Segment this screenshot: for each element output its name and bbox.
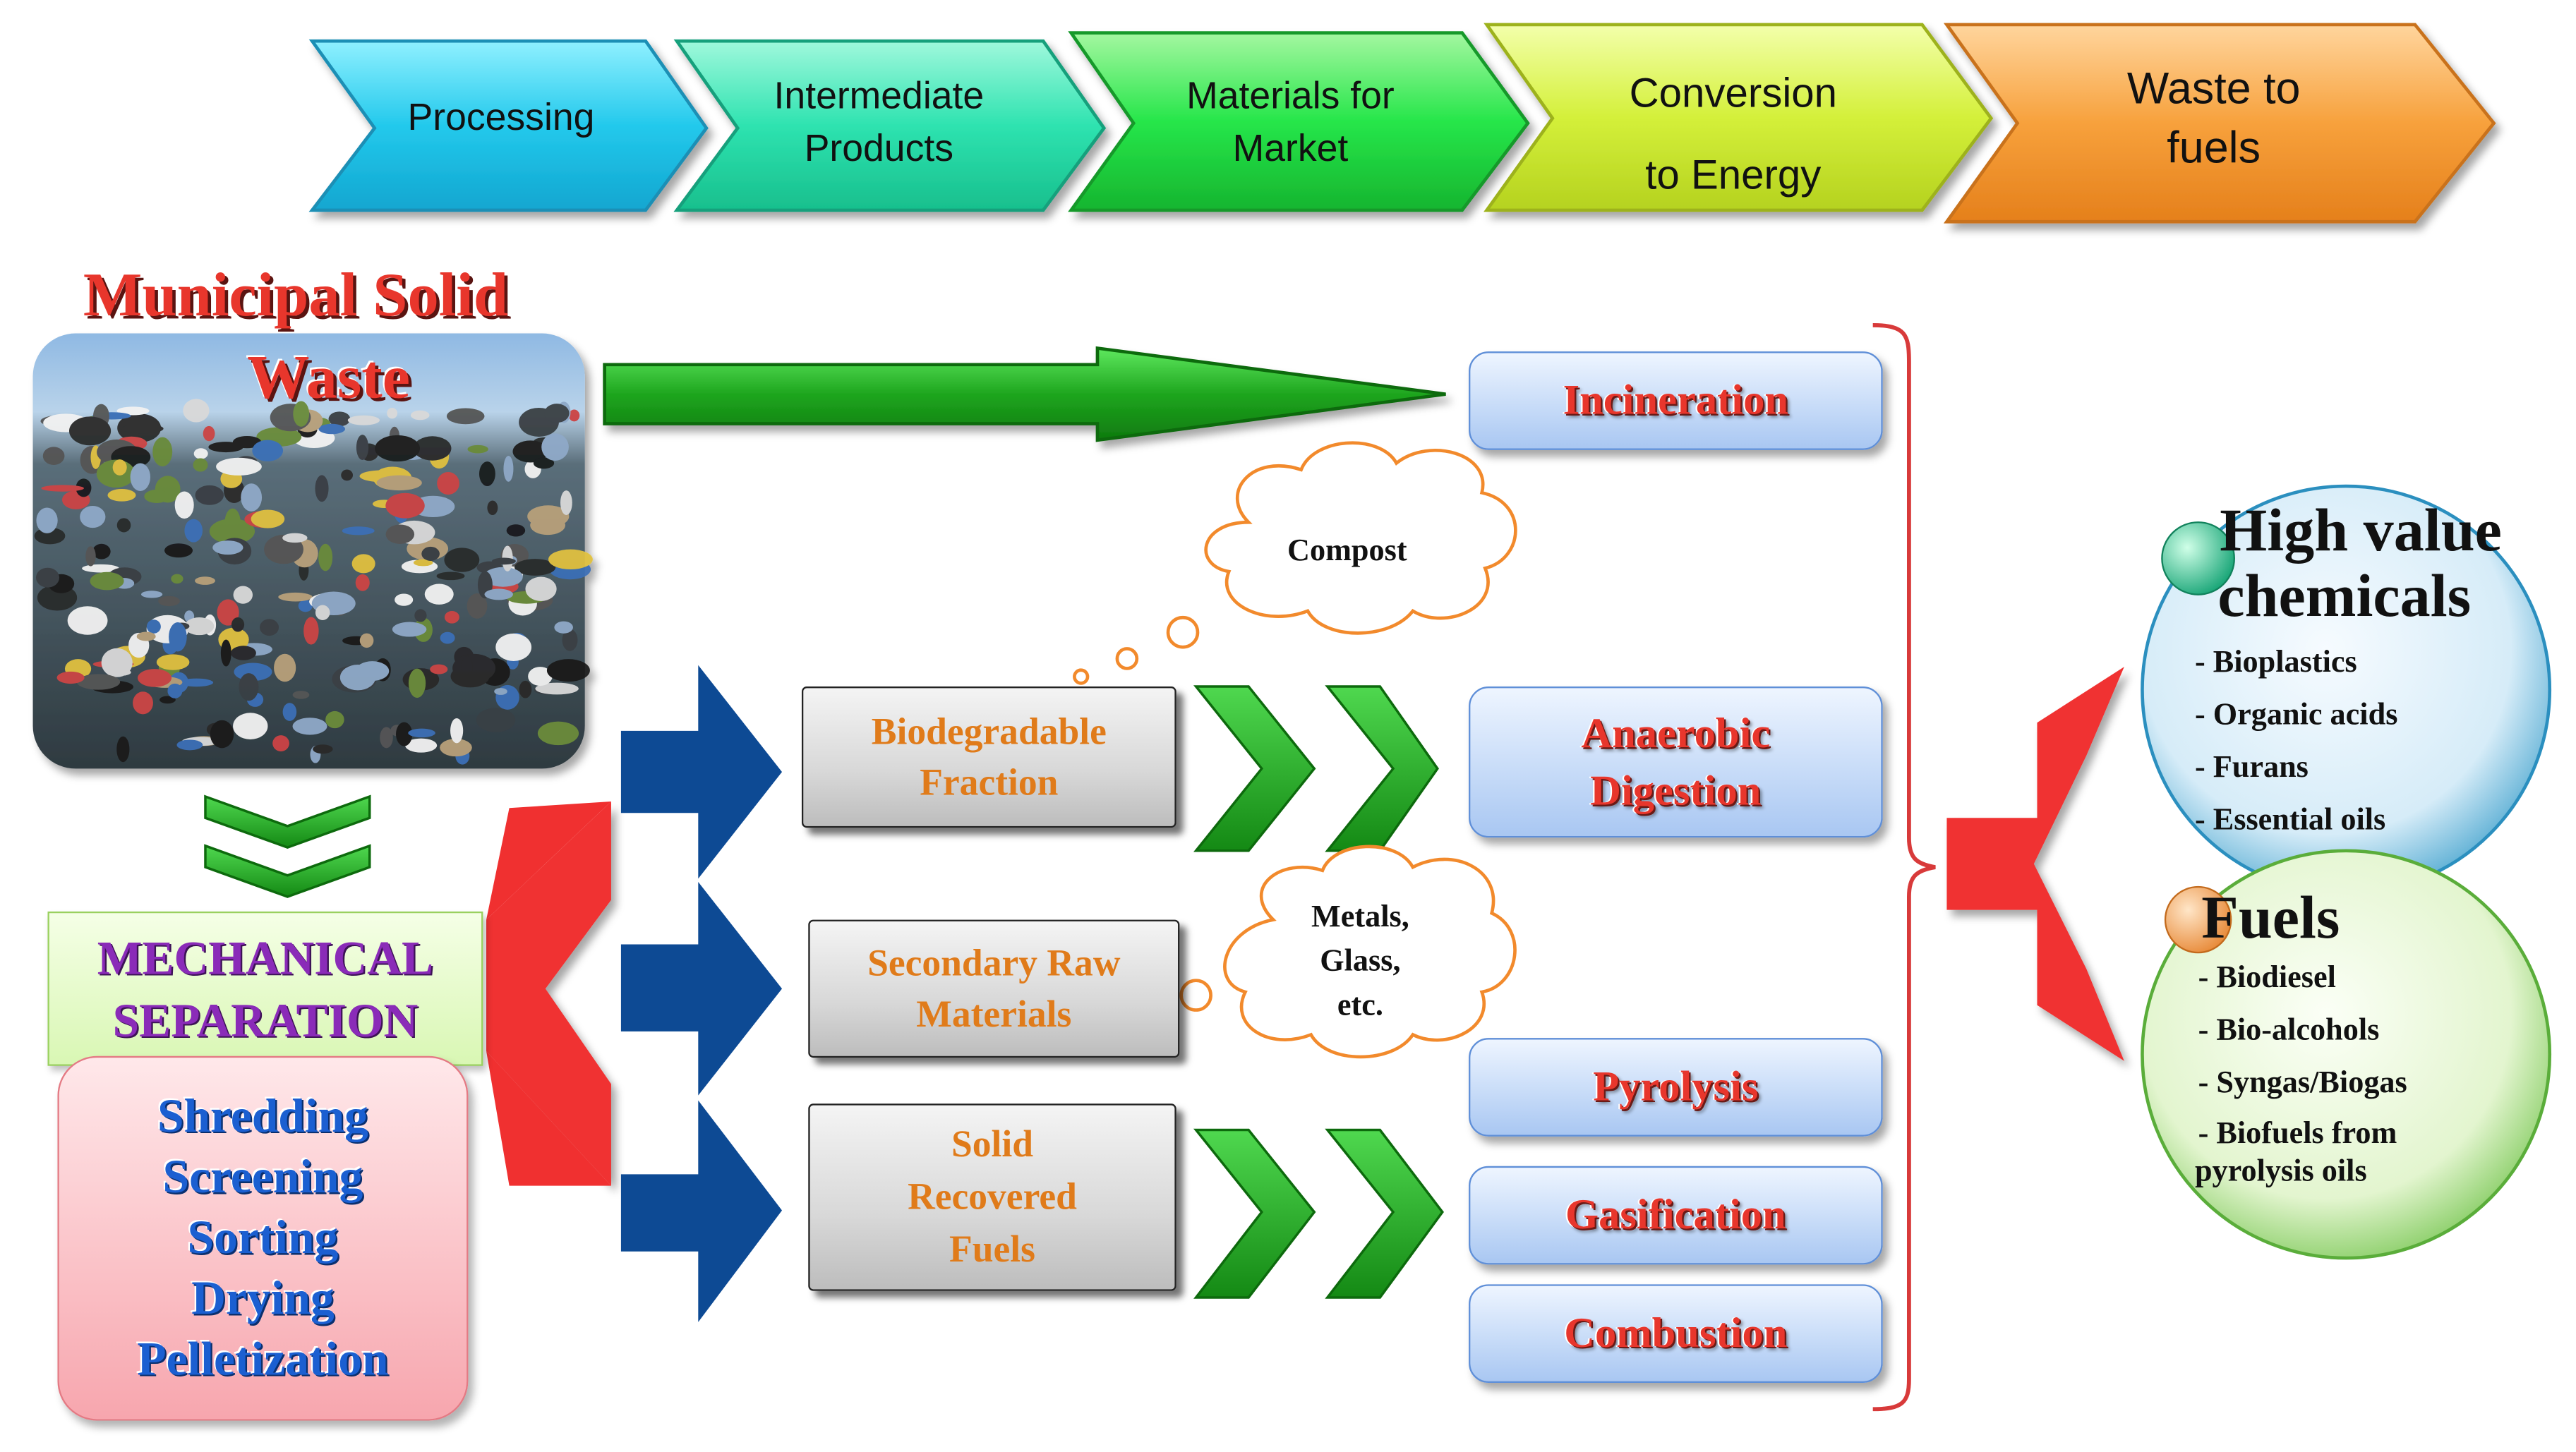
list-item: - Biodiesel <box>2198 960 2336 996</box>
blue-arrow-3 <box>620 1100 783 1322</box>
chemicals-title-line2: chemicals <box>2217 563 2472 631</box>
list-item: - Essential oils <box>2194 803 2386 838</box>
operation-item: Drying <box>191 1273 335 1326</box>
srf-line1: Solid <box>951 1123 1034 1164</box>
blue-arrows <box>620 665 783 1322</box>
list-item: - Bioplastics <box>2194 645 2357 680</box>
chemicals-title-line1: High value <box>2220 497 2502 565</box>
metals-label: Metals, Glass, etc. <box>1270 895 1450 1029</box>
fuels-list: - Biodiesel - Bio-alcohols - Syngas/Biogas… <box>2194 952 2407 1190</box>
red-split-arrow-right <box>1946 667 2124 1061</box>
fuels-dot-icon <box>2164 885 2232 954</box>
down-chevron-1 <box>204 794 371 849</box>
lbl-waste-line1: Waste to <box>2126 63 2301 114</box>
metals-line3: etc. <box>1337 988 1383 1024</box>
step-chevron-materials <box>1068 31 1530 212</box>
operation-item: Sorting <box>187 1211 339 1265</box>
lbl-mat-line1: Materials for <box>1186 73 1395 117</box>
lbl-conv-line1: Conversion <box>1629 71 1837 117</box>
blue-arrow-2 <box>620 882 783 1096</box>
process-bracket <box>1872 322 1936 1412</box>
chemicals-title: High value chemicals <box>2172 497 2549 631</box>
anaerobic-line1: Anaerobic <box>1581 709 1771 757</box>
combustion-label: Combustion <box>1564 1309 1788 1357</box>
step-label-processing: Processing <box>407 95 595 138</box>
biodegradable-line1: Biodegradable <box>871 710 1107 753</box>
lbl-mat-line2: Market <box>1232 126 1349 169</box>
step-label-conversion: Conversion to Energy <box>1560 52 1906 217</box>
list-item: - Organic acids <box>2194 698 2398 733</box>
mechanical-separation-box: MECHANICAL SEPARATION <box>47 911 483 1066</box>
fuels-title: Fuels <box>2201 885 2340 953</box>
combustion-box: Combustion <box>1469 1284 1883 1384</box>
msw-title-line1: Municipal Solid <box>83 261 509 330</box>
secondary-line2: Materials <box>916 993 1072 1035</box>
lbl-conv-line2: to Energy <box>1645 152 1822 199</box>
operation-item: Pelletization <box>137 1333 389 1386</box>
chemicals-dot-icon <box>2161 521 2235 595</box>
gasification-box: Gasification <box>1469 1166 1883 1265</box>
mechanical-line1: MECHANICAL <box>97 933 434 986</box>
red-split-arrow-left <box>486 801 611 1186</box>
step-label-waste-fuels: Waste to fuels <box>2037 59 2390 178</box>
biodegradable-line2: Fraction <box>920 762 1059 804</box>
step-chevron-processing <box>308 39 709 212</box>
secondary-line1: Secondary Raw <box>867 943 1121 984</box>
msw-title: Municipal Solid Waste <box>33 255 559 419</box>
lbl-inter-line1: Intermediate <box>774 73 985 117</box>
mechanical-line2: SEPARATION <box>112 995 419 1048</box>
step-chevron-waste-fuels <box>1943 23 2496 224</box>
srf-line2: Recovered <box>908 1175 1077 1217</box>
srf-line3: Fuels <box>949 1228 1035 1270</box>
lbl-inter-line2: Products <box>804 126 953 169</box>
msw-photo <box>32 333 593 769</box>
list-item: - Syngas/Biogas <box>2198 1065 2407 1101</box>
list-item: - Biofuels from <box>2198 1116 2397 1151</box>
list-item: - Bio-alcohols <box>2198 1013 2380 1048</box>
anaerobic-line2: Digestion <box>1590 767 1762 815</box>
compost-label: Compost <box>1287 533 1407 569</box>
step-chevron-intermediate <box>673 39 1107 212</box>
incineration-label: Incineration <box>1563 377 1789 425</box>
step-chevron-conversion <box>1483 23 1994 212</box>
chemicals-list: - Bioplastics - Organic acids - Furans - Es… <box>2195 637 2397 847</box>
compost-cloud <box>1073 441 1517 685</box>
lbl-waste-line2: fuels <box>2167 123 2261 173</box>
fuels-sphere <box>2141 849 2552 1260</box>
msw-title-line2: Waste <box>247 343 411 413</box>
big-green-arrow <box>603 346 1446 442</box>
pyrolysis-label: Pyrolysis <box>1593 1063 1759 1111</box>
metals-cloud <box>1130 845 1517 1059</box>
pyrolysis-box: Pyrolysis <box>1469 1038 1883 1137</box>
operation-item: Screening <box>162 1151 363 1204</box>
gasification-label: Gasification <box>1565 1191 1786 1240</box>
operation-item: Shredding <box>157 1090 368 1144</box>
list-item: - Furans <box>2194 750 2309 785</box>
metals-line1: Metals, <box>1311 900 1409 935</box>
list-item: pyrolysis oils <box>2194 1154 2367 1190</box>
incineration-box: Incineration <box>1469 351 1883 450</box>
down-chevron-2 <box>204 844 371 898</box>
blue-arrow-1 <box>620 665 783 879</box>
metals-line2: Glass, <box>1320 944 1401 979</box>
